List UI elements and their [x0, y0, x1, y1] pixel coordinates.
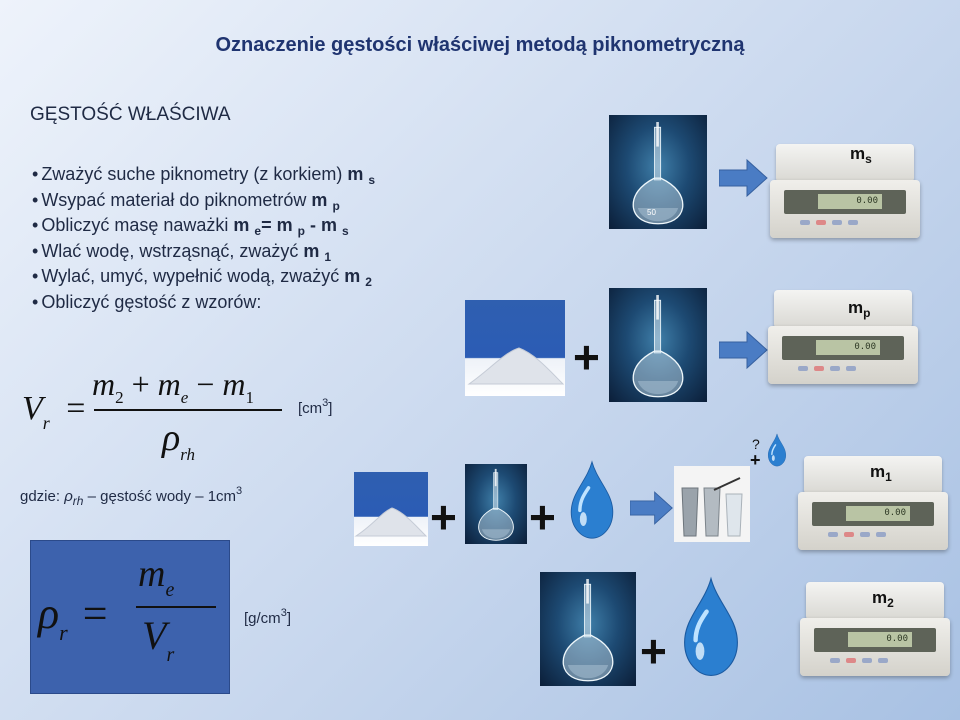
- page-title: Oznaczenie gęstości właściwej metodą pik…: [215, 34, 745, 56]
- formula-rho-unit: [g/cm3]: [244, 607, 291, 627]
- scale-label: mp: [848, 298, 871, 320]
- powder-photo: [465, 300, 565, 396]
- plus-sign: +: [573, 331, 600, 383]
- arrow-right-icon: [719, 159, 768, 197]
- formula-rho-numerator: me: [138, 553, 175, 601]
- plus-sign: +: [640, 625, 667, 677]
- formula-rho-lhs: ρr =: [38, 589, 108, 645]
- water-drop-icon: [767, 433, 787, 467]
- formula-vr-numerator: m2 + me − m1: [92, 366, 254, 407]
- scale-label: m1: [870, 462, 892, 484]
- step-item: Wlać wodę, wstrząsnąć, zważyć m 1: [32, 239, 375, 265]
- density-note: gdzie: ρrh – gęstość wody – 1cm3: [20, 485, 243, 508]
- water-drop-icon: [678, 574, 744, 680]
- procedure-list: Zważyć suche piknometry (z korkiem) m s …: [32, 162, 375, 315]
- formula-rho: ρr = me Vr: [36, 548, 236, 688]
- arrow-right-icon: [719, 331, 768, 369]
- scale-label: ms: [850, 144, 872, 166]
- scale-label: m2: [872, 588, 894, 610]
- formula-vr-unit: [cm3]: [298, 397, 333, 417]
- step-item: Wylać, umyć, wypełnić wodą, zważyć m 2: [32, 264, 375, 290]
- flask-volume-label: 50: [647, 208, 656, 217]
- scale-m2: 0.00 m2: [800, 578, 950, 678]
- step-item: Wsypać materiał do piknometrów m p: [32, 188, 375, 214]
- step-item: Obliczyć masę naważki m e= m p - m s: [32, 213, 375, 239]
- formula-rho-box: [30, 540, 230, 694]
- scale-m1: 0.00 m1: [798, 452, 948, 552]
- scale-ms: 0.00 ms: [770, 140, 920, 240]
- formula-vr-lhs: Vr =: [22, 390, 86, 433]
- arrow-right-icon: [630, 491, 673, 525]
- section-heading: GĘSTOŚĆ WŁAŚCIWA: [30, 104, 231, 125]
- step-item: Zważyć suche piknometry (z korkiem) m s: [32, 162, 375, 188]
- shaker-photo: [674, 466, 750, 542]
- plus-sign: +: [750, 450, 761, 470]
- pycnometer-photo: 50: [609, 115, 707, 229]
- pycnometer-photo: [540, 572, 636, 686]
- scale-mp: 0.00 mp: [768, 286, 918, 386]
- plus-sign: +: [529, 491, 556, 543]
- pycnometer-photo: [465, 464, 527, 544]
- step-item: Obliczyć gęstość z wzorów:: [32, 290, 375, 316]
- plus-sign: +: [430, 491, 457, 543]
- formula-rho-denominator: Vr: [142, 613, 175, 666]
- formula-vr: Vr = m2 + me − m1 ρrh [cm3]: [20, 362, 350, 472]
- pycnometer-photo: [609, 288, 707, 402]
- formula-vr-denominator: ρrh: [162, 417, 196, 464]
- powder-photo: [354, 472, 428, 546]
- question-mark: ?: [752, 436, 760, 452]
- fraction-line: [136, 606, 216, 608]
- water-drop-icon: [569, 460, 615, 540]
- fraction-line: [94, 409, 282, 411]
